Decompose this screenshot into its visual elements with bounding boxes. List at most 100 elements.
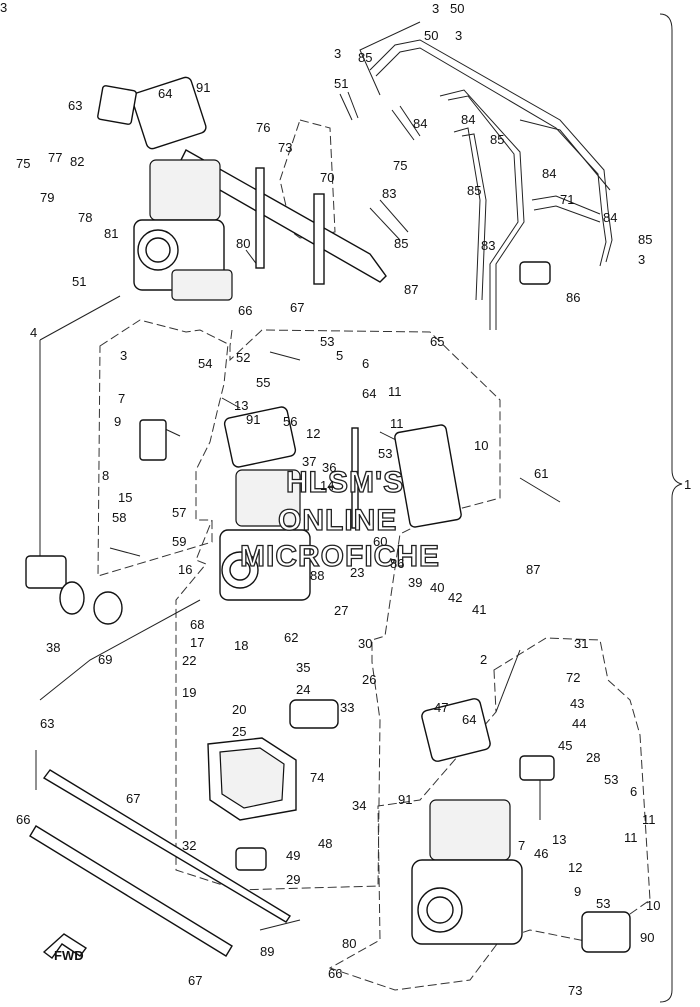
callout-79: 79 <box>40 190 54 205</box>
callout-61: 61 <box>534 466 548 481</box>
callout-4: 4 <box>30 325 37 340</box>
callout-30: 30 <box>358 636 372 651</box>
callout-89: 89 <box>260 944 274 959</box>
watermark-line-2: ONLINE <box>278 504 397 537</box>
callout-18: 18 <box>234 638 248 653</box>
assembly-brace <box>659 13 683 1003</box>
callout-67: 67 <box>188 973 202 988</box>
callout-67: 67 <box>126 791 140 806</box>
callout-91: 91 <box>246 412 260 427</box>
callout-24: 24 <box>296 682 310 697</box>
callout-19: 19 <box>182 685 196 700</box>
hose-assembly <box>339 39 613 330</box>
callout-40: 40 <box>430 580 444 595</box>
callout-11: 11 <box>390 416 404 431</box>
callout-77: 77 <box>48 150 62 165</box>
callout-6: 6 <box>630 784 637 799</box>
callout-85: 85 <box>467 183 481 198</box>
callout-11: 11 <box>624 830 638 845</box>
callout-41: 41 <box>472 602 486 617</box>
callout-91: 91 <box>196 80 210 95</box>
callout-28: 28 <box>586 750 600 765</box>
callout-64: 64 <box>462 712 476 727</box>
callout-65: 65 <box>430 334 444 349</box>
group-outline-3 <box>175 329 501 891</box>
small-parts <box>25 85 631 953</box>
group-outline-left <box>97 319 229 577</box>
callout-25: 25 <box>232 724 246 739</box>
callout-45: 45 <box>558 738 572 753</box>
callout-11: 11 <box>642 812 656 827</box>
callout-75: 75 <box>16 156 30 171</box>
callout-73: 73 <box>278 140 292 155</box>
callout-16: 16 <box>178 562 192 577</box>
leader-lines <box>35 21 611 931</box>
callout-20: 20 <box>232 702 246 717</box>
callout-76: 76 <box>256 120 270 135</box>
linkage-rods <box>29 149 387 957</box>
callout-87: 87 <box>404 282 418 297</box>
callout-9: 9 <box>574 884 581 899</box>
callout-47: 47 <box>434 700 448 715</box>
callout-38: 38 <box>46 640 60 655</box>
callout-10: 10 <box>646 898 660 913</box>
callout-3: 3 <box>334 46 341 61</box>
watermark-line-1: HLSM'S <box>286 466 404 499</box>
callout-35: 35 <box>296 660 310 675</box>
callout-3: 3 <box>455 28 462 43</box>
callout-55: 55 <box>256 375 270 390</box>
callout-74: 74 <box>310 770 324 785</box>
callout-87: 87 <box>526 562 540 577</box>
callout-50: 50 <box>424 28 438 43</box>
callout-60: 60 <box>373 534 387 549</box>
callout-13: 13 <box>552 832 566 847</box>
callout-32: 32 <box>182 838 196 853</box>
callout-80: 80 <box>236 236 250 251</box>
callout-82: 82 <box>70 154 84 169</box>
callout-33: 33 <box>340 700 354 715</box>
assembly-brace-label: 1 <box>684 477 691 492</box>
callout-3: 3 <box>638 252 645 267</box>
callout-90: 90 <box>640 930 654 945</box>
callout-43: 43 <box>570 696 584 711</box>
callout-70: 70 <box>320 170 334 185</box>
callout-71: 71 <box>560 192 574 207</box>
float-bowl <box>207 737 297 821</box>
callout-53: 53 <box>596 896 610 911</box>
callout-22: 22 <box>182 653 196 668</box>
callout-2: 2 <box>480 652 487 667</box>
callout-42: 42 <box>448 590 462 605</box>
callout-53: 53 <box>604 772 618 787</box>
callout-84: 84 <box>413 116 427 131</box>
carburetor-body-middle <box>219 406 462 601</box>
callout-78: 78 <box>78 210 92 225</box>
callout-11: 11 <box>388 384 402 399</box>
callout-80: 80 <box>342 936 356 951</box>
watermark-line-3: MICROFICHE <box>240 540 440 573</box>
callout-12: 12 <box>568 860 582 875</box>
callout-58: 58 <box>112 510 126 525</box>
callout-85: 85 <box>358 50 372 65</box>
callout-84: 84 <box>542 166 556 181</box>
callout-72: 72 <box>566 670 580 685</box>
callout-5: 5 <box>336 348 343 363</box>
callout-69: 69 <box>98 652 112 667</box>
callout-7: 7 <box>118 391 125 406</box>
callout-53: 53 <box>320 334 334 349</box>
callout-29: 29 <box>286 872 300 887</box>
callout-91: 91 <box>398 792 412 807</box>
group-outline-top-left <box>279 119 336 239</box>
callout-31: 31 <box>574 636 588 651</box>
callout-6: 6 <box>362 356 369 371</box>
callout-34: 34 <box>352 798 366 813</box>
callout-15: 15 <box>118 490 132 505</box>
callout-3: 3 <box>0 0 7 15</box>
callout-81: 81 <box>104 226 118 241</box>
callout-66: 66 <box>238 303 252 318</box>
callout-84: 84 <box>461 112 475 127</box>
carburetor-body-bottom <box>411 698 523 945</box>
fwd-label: FWD <box>54 948 84 963</box>
callout-26: 26 <box>362 672 376 687</box>
callout-83: 83 <box>481 238 495 253</box>
callout-14: 14 <box>320 478 334 493</box>
